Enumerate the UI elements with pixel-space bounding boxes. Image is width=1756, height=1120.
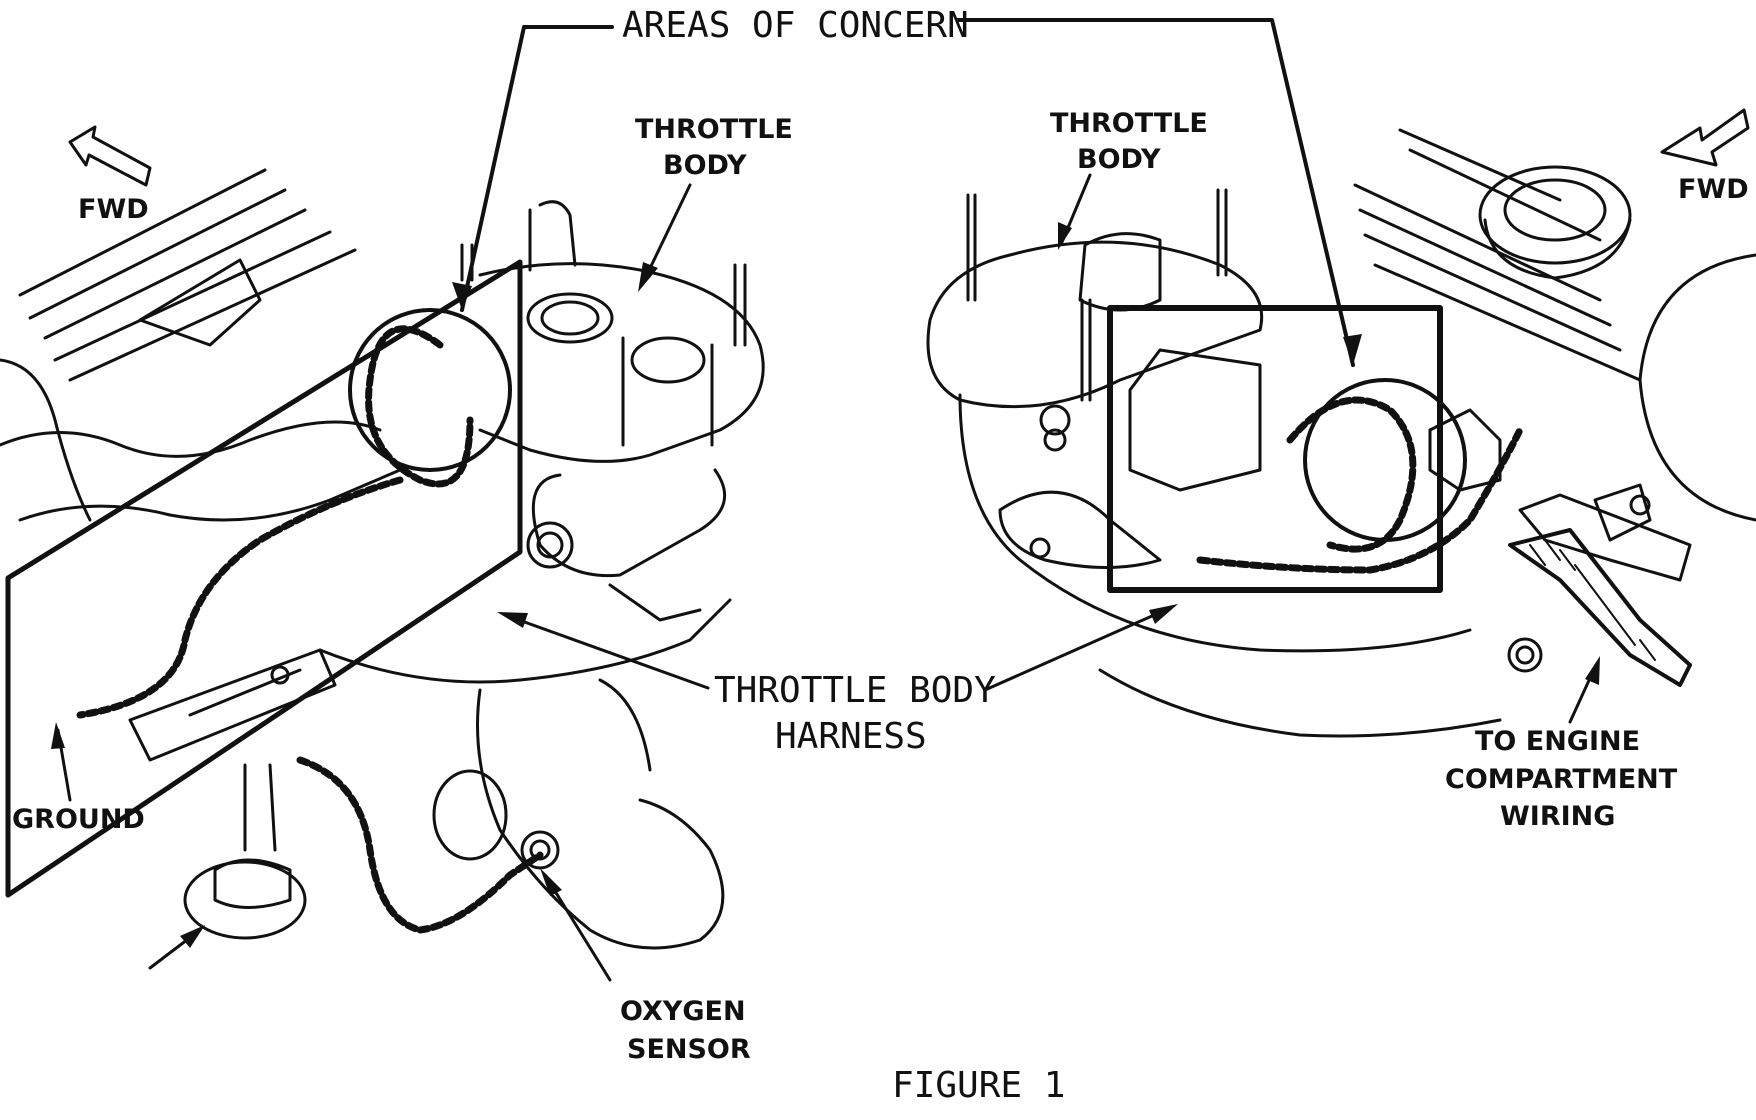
throttle-body-right: [926, 188, 1502, 738]
highlight-box-right: [1107, 305, 1443, 593]
egr-valve-left: [148, 763, 307, 970]
concern-circle-right: [1303, 378, 1467, 542]
areas-of-concern-label: AREAS OF CONCERN: [622, 5, 969, 46]
throttle-body-harness-label: THROTTLE BODY HARNESS: [714, 670, 1017, 757]
throttle-body-left: [460, 200, 765, 622]
figure-caption: FIGURE 1: [892, 1065, 1065, 1106]
valve-cover-left: [0, 168, 402, 522]
callout-leader-left: [460, 25, 614, 312]
intake-manifold-left: [318, 598, 732, 950]
ground-label: GROUND: [12, 804, 145, 835]
highlight-box-left: [5, 259, 523, 898]
to-engine-wiring-label: TO ENGINE COMPARTMENT WIRING: [1445, 726, 1687, 832]
areas-of-concern-callout: AREAS OF CONCERN: [452, 5, 1362, 367]
harness-callout: THROTTLE BODY HARNESS: [497, 604, 1178, 757]
fwd-arrow-icon-right: [1660, 108, 1750, 167]
harness-right: [1128, 348, 1692, 687]
left-engine-view: FWD: [0, 114, 802, 1065]
callout-leader-right: [956, 18, 1355, 367]
right-engine-view: FWD: [926, 108, 1756, 832]
concern-circle-left: [348, 308, 512, 472]
valve-cover-right: [1353, 128, 1756, 522]
callout-arrowhead-right: [1343, 334, 1362, 365]
fwd-label-left: FWD: [78, 194, 149, 225]
throttle-body-label-left: THROTTLE BODY: [635, 114, 802, 181]
harness-left: [76, 325, 544, 934]
harness-leader-left: [503, 613, 710, 690]
oxygen-sensor-label: OXYGEN SENSOR: [620, 996, 755, 1065]
harness-leader-right: [983, 606, 1172, 692]
fwd-arrow-icon-left: [68, 125, 152, 187]
oxygen-sensor-left: [520, 830, 612, 982]
fwd-label-right: FWD: [1678, 174, 1749, 205]
throttle-body-label-right: THROTTLE BODY: [1050, 108, 1217, 175]
